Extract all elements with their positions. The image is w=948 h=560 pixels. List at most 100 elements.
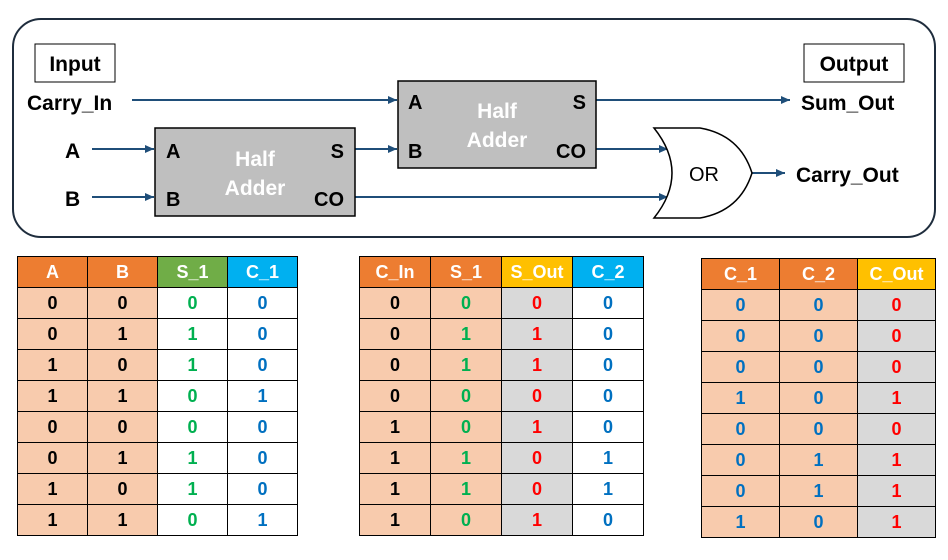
table-cell: 0 bbox=[572, 504, 644, 536]
table-cell: 0 bbox=[157, 411, 228, 443]
table-cell: 1 bbox=[87, 442, 158, 474]
table-cell: 0 bbox=[227, 318, 298, 350]
table-cell: 0 bbox=[501, 442, 573, 474]
table-cell: 1 bbox=[17, 380, 88, 412]
table-cell: 1 bbox=[857, 475, 936, 507]
table-cell: 1 bbox=[359, 411, 431, 443]
half-adder-1-pin-b: B bbox=[166, 189, 180, 211]
table-cell: 0 bbox=[157, 287, 228, 319]
half-adder-2-pin-a: A bbox=[408, 92, 422, 114]
half-adder-2-pin-co: CO bbox=[556, 141, 586, 163]
half-adder-1-pin-s: S bbox=[331, 141, 344, 163]
table-cell: 1 bbox=[227, 380, 298, 412]
table-cell: 1 bbox=[857, 444, 936, 476]
table-cell: 0 bbox=[227, 349, 298, 381]
half-adder-2-pin-s: S bbox=[573, 92, 586, 114]
column-header: S_Out bbox=[501, 256, 573, 288]
column-header: C_1 bbox=[701, 258, 780, 290]
column-header: C_1 bbox=[227, 256, 298, 288]
table-cell: 1 bbox=[430, 318, 502, 350]
half-adder-1-pin-a: A bbox=[166, 141, 180, 163]
carry-out-label: Carry_Out bbox=[796, 164, 899, 187]
table-cell: 0 bbox=[17, 318, 88, 350]
carry-in-label: Carry_In bbox=[27, 92, 112, 115]
table-cell: 1 bbox=[701, 506, 780, 538]
table-cell: 1 bbox=[359, 442, 431, 474]
table-cell: 0 bbox=[857, 320, 936, 352]
half-adder-2 bbox=[397, 80, 597, 169]
table-cell: 0 bbox=[17, 287, 88, 319]
table-cell: 1 bbox=[701, 382, 780, 414]
half-adder-1 bbox=[154, 127, 356, 217]
table-cell: 0 bbox=[701, 413, 780, 445]
table-cell: 0 bbox=[227, 411, 298, 443]
table-cell: 0 bbox=[779, 506, 858, 538]
table-cell: 1 bbox=[779, 475, 858, 507]
table-cell: 0 bbox=[572, 411, 644, 443]
half-adder-2-title-line1: Half bbox=[477, 100, 518, 123]
table-cell: 0 bbox=[17, 442, 88, 474]
table-cell: 1 bbox=[857, 506, 936, 538]
half-adder-2-pin-b: B bbox=[408, 141, 422, 163]
table-cell: 0 bbox=[572, 380, 644, 412]
or-gate-label: OR bbox=[689, 164, 719, 186]
table-cell: 0 bbox=[157, 380, 228, 412]
table-cell: 1 bbox=[157, 442, 228, 474]
output-label: Output bbox=[820, 53, 889, 76]
table-cell: 1 bbox=[572, 442, 644, 474]
table-cell: 0 bbox=[87, 287, 158, 319]
table-cell: 1 bbox=[779, 444, 858, 476]
input-label: Input bbox=[49, 53, 100, 76]
table-cell: 0 bbox=[430, 411, 502, 443]
column-header: A bbox=[17, 256, 88, 288]
table-cell: 0 bbox=[359, 318, 431, 350]
table-cell: 0 bbox=[701, 475, 780, 507]
table-cell: 0 bbox=[430, 287, 502, 319]
table-cell: 0 bbox=[779, 413, 858, 445]
column-header: S_1 bbox=[430, 256, 502, 288]
table-cell: 1 bbox=[430, 473, 502, 505]
column-header: C_2 bbox=[572, 256, 644, 288]
table-cell: 0 bbox=[87, 411, 158, 443]
table-cell: 0 bbox=[572, 349, 644, 381]
table-cell: 0 bbox=[572, 287, 644, 319]
or-gate bbox=[652, 127, 753, 219]
table-cell: 0 bbox=[17, 411, 88, 443]
table-cell: 0 bbox=[430, 380, 502, 412]
table-cell: 0 bbox=[157, 504, 228, 536]
input-box bbox=[34, 43, 116, 83]
table-cell: 0 bbox=[701, 351, 780, 383]
sum-out-label: Sum_Out bbox=[801, 92, 894, 115]
table-cell: 1 bbox=[157, 473, 228, 505]
table-cell: 0 bbox=[227, 287, 298, 319]
column-header: C_2 bbox=[779, 258, 858, 290]
table-cell: 0 bbox=[227, 442, 298, 474]
table-cell: 1 bbox=[501, 411, 573, 443]
table-cell: 1 bbox=[87, 504, 158, 536]
half-adder-1-title-line2: Adder bbox=[225, 177, 286, 200]
input-b-label: B bbox=[65, 188, 80, 211]
table-cell: 0 bbox=[701, 320, 780, 352]
half-adder-1-pin-co: CO bbox=[314, 189, 344, 211]
output-box bbox=[803, 43, 905, 83]
table-cell: 1 bbox=[359, 504, 431, 536]
